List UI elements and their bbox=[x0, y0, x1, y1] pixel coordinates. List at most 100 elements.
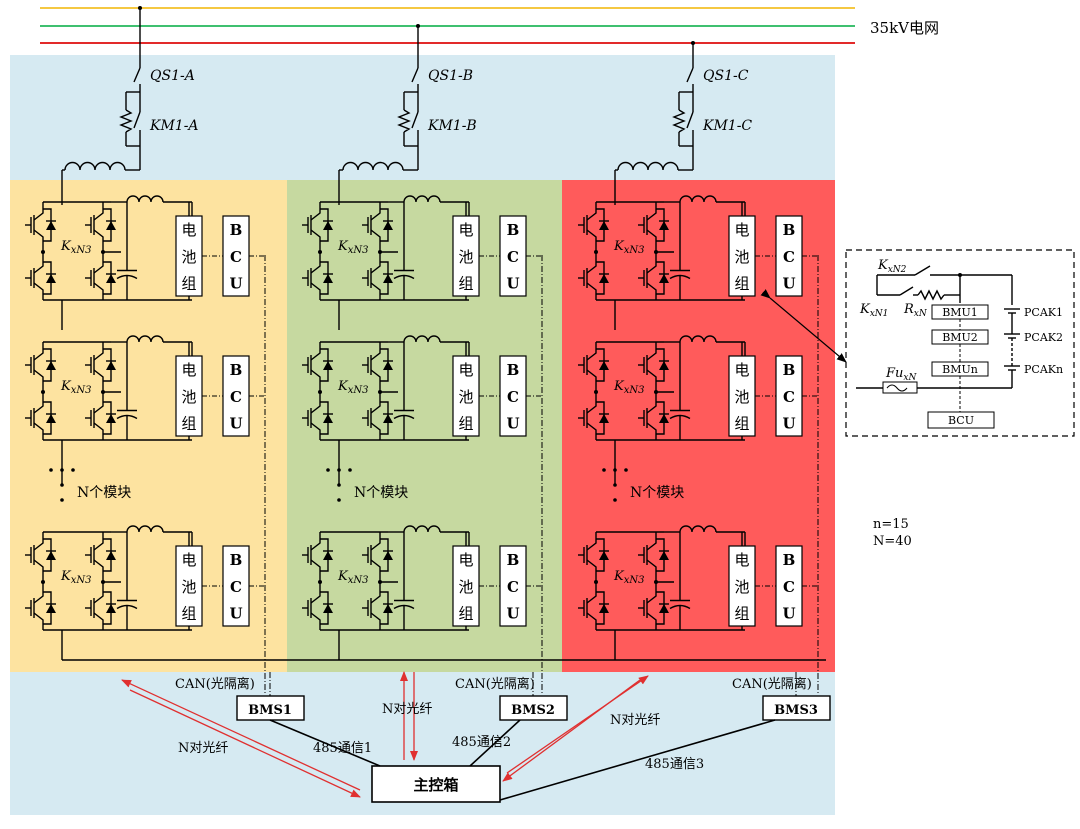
battery-box-box bbox=[175, 215, 203, 297]
igbt-icon bbox=[302, 401, 333, 435]
igbt-icon bbox=[638, 401, 669, 435]
battery-box-char: 组 bbox=[734, 605, 749, 623]
igbt-emitter bbox=[646, 612, 657, 624]
igbt-icon bbox=[362, 538, 393, 572]
diode-icon bbox=[659, 274, 669, 283]
battery-box: 电池组 bbox=[175, 355, 203, 437]
ellipsis-dot bbox=[348, 468, 352, 472]
igbt-emitter bbox=[310, 559, 321, 571]
igbt-icon bbox=[362, 208, 393, 242]
bcu-box: BCU bbox=[222, 355, 250, 437]
igbt-emitter bbox=[93, 559, 104, 571]
junction-dot bbox=[594, 250, 598, 254]
igbt-icon bbox=[302, 591, 333, 625]
junction-dot bbox=[41, 250, 45, 254]
battery-box-char: 组 bbox=[458, 605, 473, 623]
bcu-box-char: C bbox=[230, 578, 242, 596]
fiber-arrow bbox=[502, 679, 641, 782]
igbt-emitter bbox=[33, 369, 44, 381]
igbt-icon bbox=[362, 401, 393, 435]
igbt-emitter bbox=[93, 369, 104, 381]
diode-icon bbox=[323, 221, 333, 230]
kxn3-sub: xN3 bbox=[624, 245, 645, 256]
can-label: CAN(光隔离) bbox=[732, 676, 812, 692]
ellipsis-dot bbox=[60, 468, 64, 472]
rs485-label-1: 485通信1 bbox=[313, 741, 372, 756]
inductor-icon bbox=[126, 195, 164, 203]
igbt-collector bbox=[370, 262, 381, 274]
fiber-arrow bbox=[121, 679, 361, 791]
inductor-icon bbox=[679, 335, 717, 343]
igbt-emitter bbox=[646, 229, 657, 241]
battery-box: 电池组 bbox=[452, 215, 480, 297]
diode-icon bbox=[383, 414, 393, 423]
resistor-icon bbox=[672, 109, 686, 133]
igbt-emitter bbox=[646, 422, 657, 434]
igbt-collector bbox=[586, 262, 597, 274]
ellipsis-dot bbox=[624, 468, 628, 472]
igbt-icon bbox=[25, 538, 56, 572]
contactor-blade-icon bbox=[411, 111, 419, 129]
contactor-label: KM1-C bbox=[702, 118, 752, 134]
phase-c: QS1-CKM1-CKxN3电池组BCUKxN3电池组BCUKxN3电池组BCU… bbox=[578, 41, 819, 695]
igbt-emitter bbox=[586, 229, 597, 241]
ellipsis-dot bbox=[60, 498, 64, 502]
igbt-emitter bbox=[310, 282, 321, 294]
diode-icon bbox=[659, 361, 669, 370]
battery-box-char: 组 bbox=[734, 415, 749, 433]
inductor-icon bbox=[342, 161, 404, 171]
rs485-label-2: 485通信2 bbox=[452, 735, 511, 750]
igbt-collector bbox=[586, 539, 597, 551]
bmu-label: BMU2 bbox=[942, 331, 978, 344]
ellipsis-dot bbox=[337, 483, 341, 487]
param-N: N=40 bbox=[873, 534, 912, 549]
diode-icon bbox=[46, 414, 56, 423]
igbt-icon bbox=[85, 348, 116, 382]
inductor-icon bbox=[617, 161, 679, 171]
bms-2: CAN(光隔离)BMS2 bbox=[455, 672, 568, 721]
rs485-line-3 bbox=[499, 719, 776, 801]
rs485-label-3: 485通信3 bbox=[645, 757, 704, 772]
inductor-icon bbox=[679, 525, 717, 533]
igbt-icon bbox=[302, 538, 333, 572]
bcu-box-box bbox=[775, 545, 803, 627]
diode-icon bbox=[599, 551, 609, 560]
bcu-box-char: B bbox=[783, 221, 796, 239]
rs485-line-1 bbox=[269, 719, 381, 767]
diode-icon bbox=[383, 221, 393, 230]
bms-box bbox=[762, 695, 831, 721]
igbt-emitter bbox=[310, 369, 321, 381]
bcu-box-char: U bbox=[506, 415, 519, 433]
igbt-emitter bbox=[586, 369, 597, 381]
bcu-box-char: U bbox=[506, 605, 519, 623]
diode-icon bbox=[323, 604, 333, 613]
kxn1-label-main: K bbox=[859, 302, 871, 317]
igbt-emitter bbox=[93, 229, 104, 241]
battery-box-char: 池 bbox=[181, 578, 196, 596]
igbt-collector bbox=[33, 349, 44, 361]
ellipsis-dot bbox=[602, 468, 606, 472]
battery-box-char: 池 bbox=[181, 248, 196, 266]
battery-box: 电池组 bbox=[728, 545, 756, 627]
igbt-icon bbox=[638, 538, 669, 572]
battery-box-char: 组 bbox=[458, 415, 473, 433]
kxn2-label-main: K bbox=[877, 258, 889, 273]
resistor-icon bbox=[119, 109, 133, 133]
kxn3-sub: xN3 bbox=[624, 385, 645, 396]
igbt-icon bbox=[25, 401, 56, 435]
switch-blade-icon bbox=[899, 286, 914, 296]
igbt-collector bbox=[646, 402, 657, 414]
battery-box-char: 电 bbox=[734, 361, 749, 379]
phase-a: QS1-AKM1-AKxN3电池组BCUKxN3电池组BCUKxN3电池组BCU… bbox=[25, 6, 266, 695]
bcu-box: BCU bbox=[499, 545, 527, 627]
bcu-box-box bbox=[499, 215, 527, 297]
rxn-label-main: R bbox=[903, 302, 914, 317]
bcu-box-char: C bbox=[783, 578, 795, 596]
diode-icon bbox=[106, 551, 116, 560]
igbt-emitter bbox=[586, 422, 597, 434]
igbt-icon bbox=[578, 591, 609, 625]
diode-icon bbox=[599, 361, 609, 370]
igbt-collector bbox=[586, 402, 597, 414]
